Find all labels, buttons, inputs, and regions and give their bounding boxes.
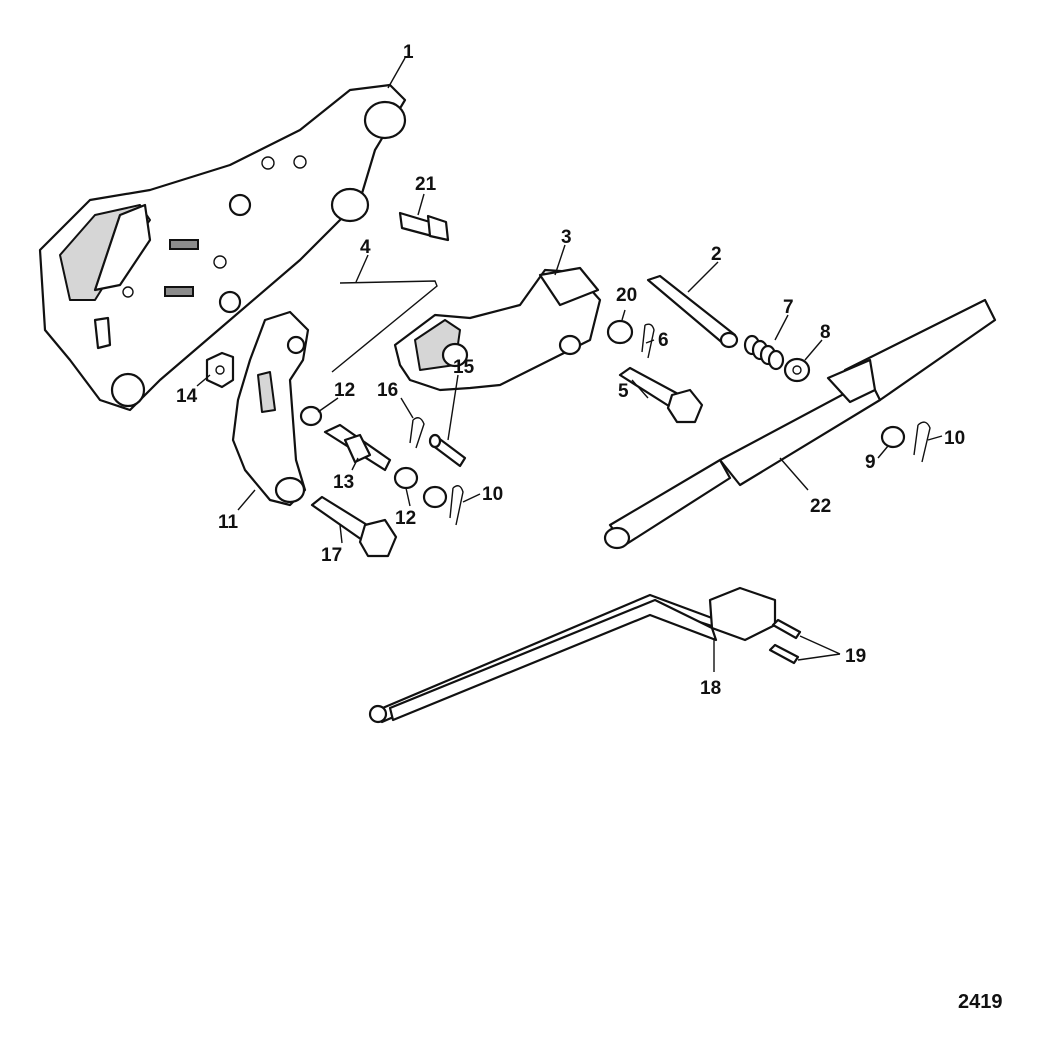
bushing-part-20	[606, 319, 634, 345]
callout-11: 11	[218, 512, 239, 533]
bolt-part-21	[398, 211, 450, 242]
callout-18: 18	[700, 678, 721, 699]
callout-3: 3	[561, 227, 572, 248]
cotter-pin-part-10-right	[913, 421, 931, 463]
bracket-plate-part	[38, 83, 407, 412]
cotter-pin-part-16	[409, 417, 425, 449]
small-plate-part-14	[205, 351, 235, 389]
clevis-pin-part-15	[428, 433, 467, 468]
lever-arm-part-11	[231, 310, 310, 507]
callout-12-upper: 12	[334, 380, 355, 401]
shoulder-bolt-part-17	[310, 495, 398, 558]
callout-17: 17	[321, 545, 342, 566]
callout-7: 7	[783, 297, 794, 318]
callout-19: 19	[845, 646, 866, 667]
cam-part-3	[393, 266, 602, 392]
washer-part-8	[783, 357, 811, 383]
figure-number: 2419	[958, 991, 1003, 1013]
callout-9: 9	[865, 452, 876, 473]
tube-part-22	[603, 298, 997, 550]
callout-1: 1	[403, 42, 414, 63]
callout-4: 4	[360, 237, 371, 258]
washer-part-9	[880, 425, 906, 449]
callout-21: 21	[415, 174, 437, 195]
callout-2: 2	[711, 244, 722, 265]
cotter-pin-part-10-lower	[449, 485, 464, 526]
callout-22: 22	[810, 496, 831, 517]
callout-labels: 1 2 3 4 5 6 7 8 9 10 10 11 12 12 13 14 1…	[176, 42, 965, 699]
callout-8: 8	[820, 322, 831, 343]
callout-16: 16	[377, 380, 398, 401]
callout-13: 13	[333, 472, 354, 493]
callout-20: 20	[616, 285, 637, 306]
stud-part-13	[323, 423, 392, 472]
callout-10-right: 10	[944, 428, 965, 449]
callout-6: 6	[658, 330, 669, 351]
callout-10-lower: 10	[482, 484, 503, 505]
washer-part-12-upper	[299, 405, 323, 427]
cotter-pin-part-6	[641, 323, 655, 359]
leader-lines	[196, 57, 943, 672]
callout-15: 15	[453, 357, 475, 378]
shaft-part-2	[646, 274, 739, 349]
shoulder-bolt-part-5	[618, 366, 704, 424]
spring-part-7	[743, 334, 785, 371]
washer-part-12-lower	[393, 466, 448, 509]
wire-rod-part-4	[331, 280, 438, 373]
callout-5: 5	[618, 381, 629, 402]
screws-part-19	[768, 618, 802, 665]
callout-14: 14	[176, 386, 198, 407]
link-rod-part-18	[368, 586, 777, 724]
callout-12-lower: 12	[395, 508, 416, 529]
